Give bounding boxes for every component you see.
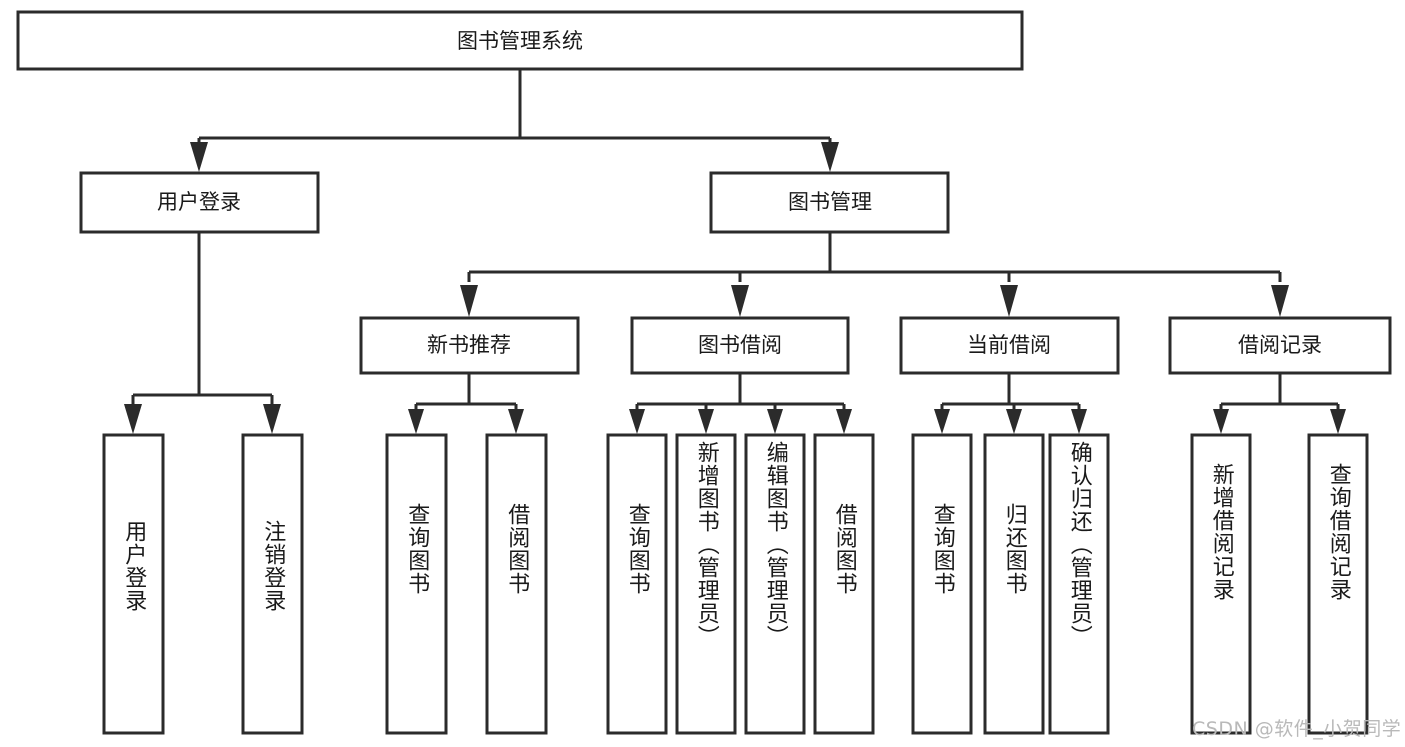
- node-label-current-borrow: 当前借阅: [967, 333, 1051, 357]
- node-box-root[interactable]: [16, 10, 1024, 71]
- node-box-leaf-borrow-books-recommend[interactable]: [485, 433, 548, 735]
- node-label-root: 图书管理系统: [457, 29, 583, 53]
- arrow-to-leaf-query-borrow-record: [1330, 409, 1346, 434]
- node-box-current-borrow[interactable]: [899, 316, 1120, 375]
- connectors-group: [124, 69, 1346, 434]
- node-box-leaf-add-borrow-record[interactable]: [1190, 433, 1252, 735]
- node-label-book-borrow: 图书借阅: [698, 333, 782, 357]
- vlabel-wrap-leaf-user-login: 用户登录: [104, 435, 163, 733]
- node-box-leaf-confirm-return[interactable]: [1048, 433, 1110, 735]
- node-box-book-borrow[interactable]: [630, 316, 850, 375]
- node-box-leaf-add-book[interactable]: [675, 433, 737, 735]
- vlabel-wrap-leaf-borrow-books-recommend: 借阅图书: [487, 435, 546, 733]
- vlabel-wrap-leaf-add-borrow-record: 新增借阅记录: [1192, 435, 1250, 733]
- nodes-group: 图书管理系统 用户登录 图书管理 新书推荐 图书借阅 当前借阅 借阅记录: [16, 10, 1392, 735]
- node-box-borrow-records[interactable]: [1168, 316, 1392, 375]
- node-label-leaf-edit-book: 编辑图书（管理员）: [762, 441, 788, 648]
- arrow-to-leaf-user-logout: [263, 404, 281, 434]
- arrow-to-leaf-user-login: [124, 404, 142, 434]
- node-box-leaf-borrow-book[interactable]: [813, 433, 875, 735]
- node-label-leaf-borrow-book: 借阅图书: [831, 503, 857, 595]
- node-label-leaf-borrow-books-recommend: 借阅图书: [504, 503, 530, 595]
- vlabel-wrap-leaf-query-books-recommend: 查询图书: [387, 435, 446, 733]
- node-label-book-management: 图书管理: [788, 190, 872, 214]
- node-label-user-login: 用户登录: [157, 190, 241, 214]
- vlabel-wrap-leaf-edit-book: 编辑图书（管理员）: [746, 435, 804, 733]
- vlabel-wrap-leaf-return-book: 归还图书: [985, 435, 1043, 733]
- arrow-to-leaf-borrow-books-recommend: [508, 409, 524, 434]
- arrow-to-leaf-edit-book: [767, 409, 783, 434]
- node-label-leaf-query-borrow-record: 查询借阅记录: [1325, 463, 1351, 601]
- arrow-to-current-borrow: [1000, 285, 1018, 317]
- node-box-leaf-query-books-current[interactable]: [911, 433, 973, 735]
- arrow-to-leaf-borrow-book: [836, 409, 852, 434]
- node-box-leaf-return-book[interactable]: [983, 433, 1045, 735]
- vlabel-wrap-leaf-query-books-borrow: 查询图书: [608, 435, 666, 733]
- vlabel-wrap-leaf-user-logout: 注销登录: [243, 435, 302, 733]
- node-label-leaf-query-books-current: 查询图书: [929, 503, 955, 595]
- node-box-leaf-user-logout[interactable]: [241, 433, 304, 735]
- node-label-leaf-return-book: 归还图书: [1001, 503, 1027, 595]
- node-label-leaf-add-borrow-record: 新增借阅记录: [1208, 463, 1234, 601]
- node-label-leaf-confirm-return: 确认归还（管理员）: [1066, 441, 1092, 648]
- vlabel-wrap-leaf-confirm-return: 确认归还（管理员）: [1050, 435, 1108, 733]
- vlabel-wrap-leaf-add-book: 新增图书（管理员）: [677, 435, 735, 733]
- node-box-user-login[interactable]: [79, 171, 320, 234]
- node-box-leaf-edit-book[interactable]: [744, 433, 806, 735]
- arrow-to-leaf-add-book: [698, 409, 714, 434]
- node-box-book-management[interactable]: [709, 171, 950, 234]
- arrow-to-leaf-query-books-borrow: [629, 409, 645, 434]
- vlabel-wrap-leaf-borrow-book: 借阅图书: [815, 435, 873, 733]
- arrow-to-leaf-add-borrow-record: [1213, 409, 1229, 434]
- arrow-to-leaf-confirm-return: [1071, 409, 1087, 434]
- arrow-to-book-management: [821, 142, 839, 172]
- node-box-leaf-user-login[interactable]: [102, 433, 165, 735]
- node-label-leaf-query-books-recommend: 查询图书: [404, 503, 430, 595]
- vlabel-wrap-leaf-query-borrow-record: 查询借阅记录: [1309, 435, 1367, 733]
- watermark-label: CSDN @软件_小贺同学: [1192, 718, 1402, 740]
- node-box-new-book-recommend[interactable]: [359, 316, 580, 375]
- node-box-leaf-query-books-recommend[interactable]: [385, 433, 448, 735]
- arrow-to-user-login: [190, 142, 208, 172]
- node-label-leaf-add-book: 新增图书（管理员）: [693, 441, 719, 648]
- arrow-to-book-borrow: [731, 285, 749, 317]
- arrow-to-leaf-query-books-recommend: [408, 409, 424, 434]
- node-box-leaf-query-books-borrow[interactable]: [606, 433, 668, 735]
- node-box-leaf-query-borrow-record[interactable]: [1307, 433, 1369, 735]
- node-label-leaf-user-logout: 注销登录: [260, 520, 286, 612]
- node-label-leaf-query-books-borrow: 查询图书: [624, 503, 650, 595]
- vlabel-wrap-leaf-query-books-current: 查询图书: [913, 435, 971, 733]
- node-label-leaf-user-login: 用户登录: [121, 520, 147, 612]
- arrow-to-leaf-query-books-current: [934, 409, 950, 434]
- node-label-new-book-recommend: 新书推荐: [427, 333, 511, 357]
- arrow-to-leaf-return-book: [1006, 409, 1022, 434]
- arrow-to-new-book-recommend: [460, 285, 478, 317]
- node-label-borrow-records: 借阅记录: [1238, 333, 1322, 357]
- arrow-to-borrow-records: [1271, 285, 1289, 317]
